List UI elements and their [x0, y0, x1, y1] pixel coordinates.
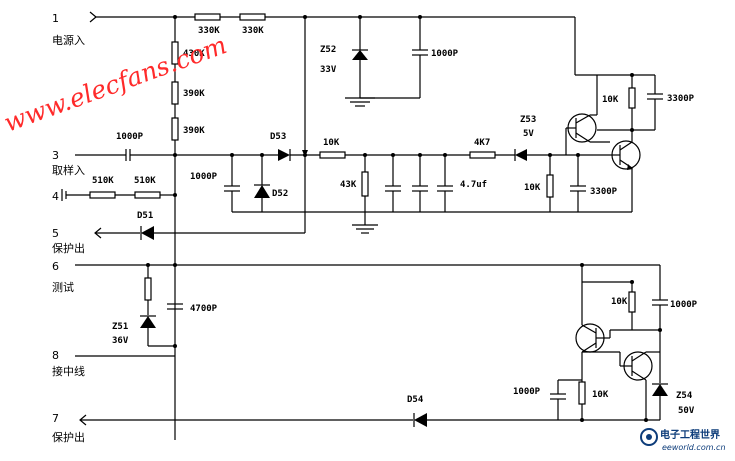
watermark: www.elecfans.com — [0, 30, 230, 137]
label-r-330k-a: 330K — [198, 26, 220, 36]
label-c-3300p-low: 3300P — [590, 187, 618, 197]
pin-5-label: 保护出 — [52, 241, 85, 255]
label-d52: D52 — [272, 189, 288, 199]
pin-6-num: 6 — [52, 260, 59, 273]
pin-7-label: 保护出 — [52, 430, 85, 444]
label-z52: Z52 — [320, 45, 336, 55]
label-z53: Z53 — [520, 115, 536, 125]
resistor-330k-a — [194, 13, 221, 21]
label-c-1000p-in: 1000P — [116, 132, 144, 142]
pin7-arrow — [79, 414, 87, 426]
pin7-line — [80, 413, 660, 427]
label-r-10k-low: 10K — [524, 183, 541, 193]
z52-zener-branch — [345, 17, 428, 107]
label-c-1000p-b1: 1000P — [670, 300, 698, 310]
pin-3-num: 3 — [52, 149, 59, 162]
pin-4-num: 4 — [52, 190, 59, 203]
resistor-43k — [361, 171, 369, 197]
label-c-3300p-top: 3300P — [667, 94, 695, 104]
label-r-510k-a: 510K — [92, 176, 114, 186]
lower-filter — [224, 155, 633, 234]
pin-1-num: 1 — [52, 12, 59, 25]
sample-line — [75, 149, 610, 161]
pin-8-num: 8 — [52, 349, 59, 362]
label-r-390k-a: 390K — [183, 89, 205, 99]
pin-6-label: 测试 — [52, 281, 74, 294]
resistor-390k-b — [171, 117, 179, 141]
resistor-10k-low — [546, 174, 554, 198]
label-c-4700p: 4700P — [190, 304, 218, 314]
label-d54: D54 — [407, 395, 424, 405]
label-r-430k: 430K — [183, 49, 205, 59]
eeworld-logo: 电子工程世界 eeworld.com.cn — [640, 428, 726, 452]
resistor-10k-mid — [319, 151, 346, 159]
label-d51: D51 — [137, 211, 153, 221]
resistor-4k7 — [469, 151, 496, 159]
lower-transistor-pair — [550, 265, 668, 420]
pin4-line — [61, 189, 175, 201]
label-z54: Z54 — [676, 391, 693, 401]
label-c-1000p-top: 1000P — [431, 49, 459, 59]
label-r-390k-b: 390K — [183, 126, 205, 136]
label-c-1000p-b2: 1000P — [513, 387, 541, 397]
label-r-10k-b1: 10K — [611, 297, 628, 307]
label-c-4-7uf: 4.7uf — [460, 180, 487, 190]
resistor-390k-a — [171, 81, 179, 105]
resistor-510k-a — [89, 191, 116, 199]
pin-3-label: 取样入 — [52, 163, 85, 177]
resistor-10k-b1 — [628, 291, 636, 313]
label-z53-v: 5V — [523, 129, 534, 139]
label-r-4k7: 4K7 — [474, 138, 490, 148]
label-z51-v: 36V — [112, 336, 129, 346]
resistor-330k-b — [239, 13, 266, 21]
label-r-510k-b: 510K — [134, 176, 156, 186]
pin-7-num: 7 — [52, 412, 59, 425]
pin5-line — [95, 226, 305, 240]
label-r-10k-b2: 10K — [592, 390, 609, 400]
logo-url: eeworld.com.cn — [662, 443, 726, 452]
label-d53: D53 — [270, 132, 286, 142]
pin1-arrow — [89, 11, 97, 23]
resistor-430k — [171, 41, 179, 65]
label-r-43k: 43K — [340, 180, 357, 190]
pin5-arrow — [94, 227, 102, 239]
resistor-510k-b — [134, 191, 161, 199]
label-r-10k-mid: 10K — [323, 138, 340, 148]
label-z51: Z51 — [112, 322, 128, 332]
resistor-10k-b2 — [578, 381, 586, 405]
pin-1-label: 电源入 — [52, 33, 85, 47]
pin-5-num: 5 — [52, 227, 59, 240]
z51-branch — [140, 265, 183, 347]
label-z54-v: 50V — [678, 406, 695, 416]
logo-name: 电子工程世界 — [660, 428, 720, 441]
label-r-10k-top: 10K — [602, 95, 619, 105]
label-r-330k-b: 330K — [242, 26, 264, 36]
label-z52-v: 33V — [320, 65, 337, 75]
resistor-10k-top — [628, 87, 636, 109]
resistor-z51-series — [144, 277, 152, 301]
label-c-1000p-left: 1000P — [190, 172, 218, 182]
upper-transistor-pair — [565, 74, 663, 170]
pin-8-label: 接中线 — [52, 364, 85, 378]
